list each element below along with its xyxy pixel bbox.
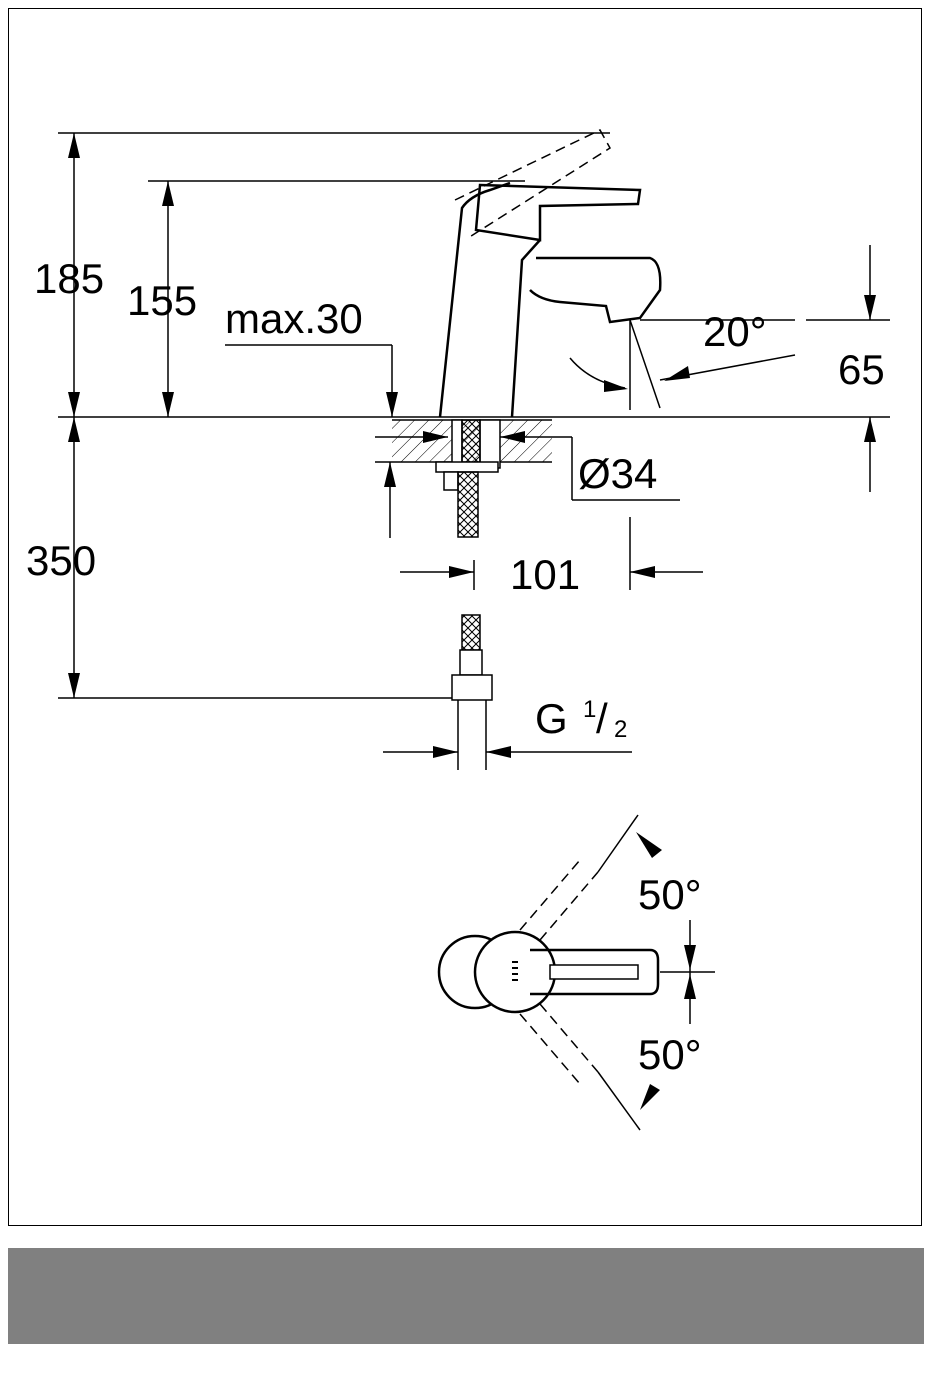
label-thread-slash: / bbox=[596, 695, 608, 742]
faucet-technical-drawing: 185 155 max.30 20° 65 Ø34 101 350 G 1 / … bbox=[0, 0, 950, 1240]
lever-open-outline bbox=[455, 130, 610, 238]
label-155: 155 bbox=[127, 277, 197, 324]
supply-hose bbox=[458, 472, 478, 537]
label-101: 101 bbox=[510, 551, 580, 598]
label-50-deg-lower: 50° bbox=[638, 1031, 702, 1078]
label-thread-numerator: 1 bbox=[583, 696, 596, 723]
label-50-deg-upper: 50° bbox=[638, 871, 702, 918]
cartridge-circle bbox=[475, 932, 555, 1012]
label-max30: max.30 bbox=[225, 295, 363, 342]
spout bbox=[530, 258, 660, 322]
top-view bbox=[439, 815, 715, 1130]
label-thread-g: G bbox=[535, 695, 568, 742]
label-350: 350 bbox=[26, 537, 96, 584]
label-thread-denominator: 2 bbox=[614, 716, 627, 743]
footer-bar bbox=[8, 1248, 924, 1344]
hose-nut bbox=[452, 675, 492, 700]
label-diameter-34: Ø34 bbox=[578, 450, 657, 497]
label-65: 65 bbox=[838, 346, 885, 393]
lever bbox=[476, 185, 640, 240]
lever-rotated-upper bbox=[520, 860, 598, 940]
side-view bbox=[58, 130, 890, 770]
lever-rotated-lower bbox=[520, 1004, 598, 1084]
dimension-labels: 185 155 max.30 20° 65 Ø34 101 350 G 1 / … bbox=[26, 255, 885, 1078]
label-20-deg: 20° bbox=[703, 308, 767, 355]
label-185: 185 bbox=[34, 255, 104, 302]
